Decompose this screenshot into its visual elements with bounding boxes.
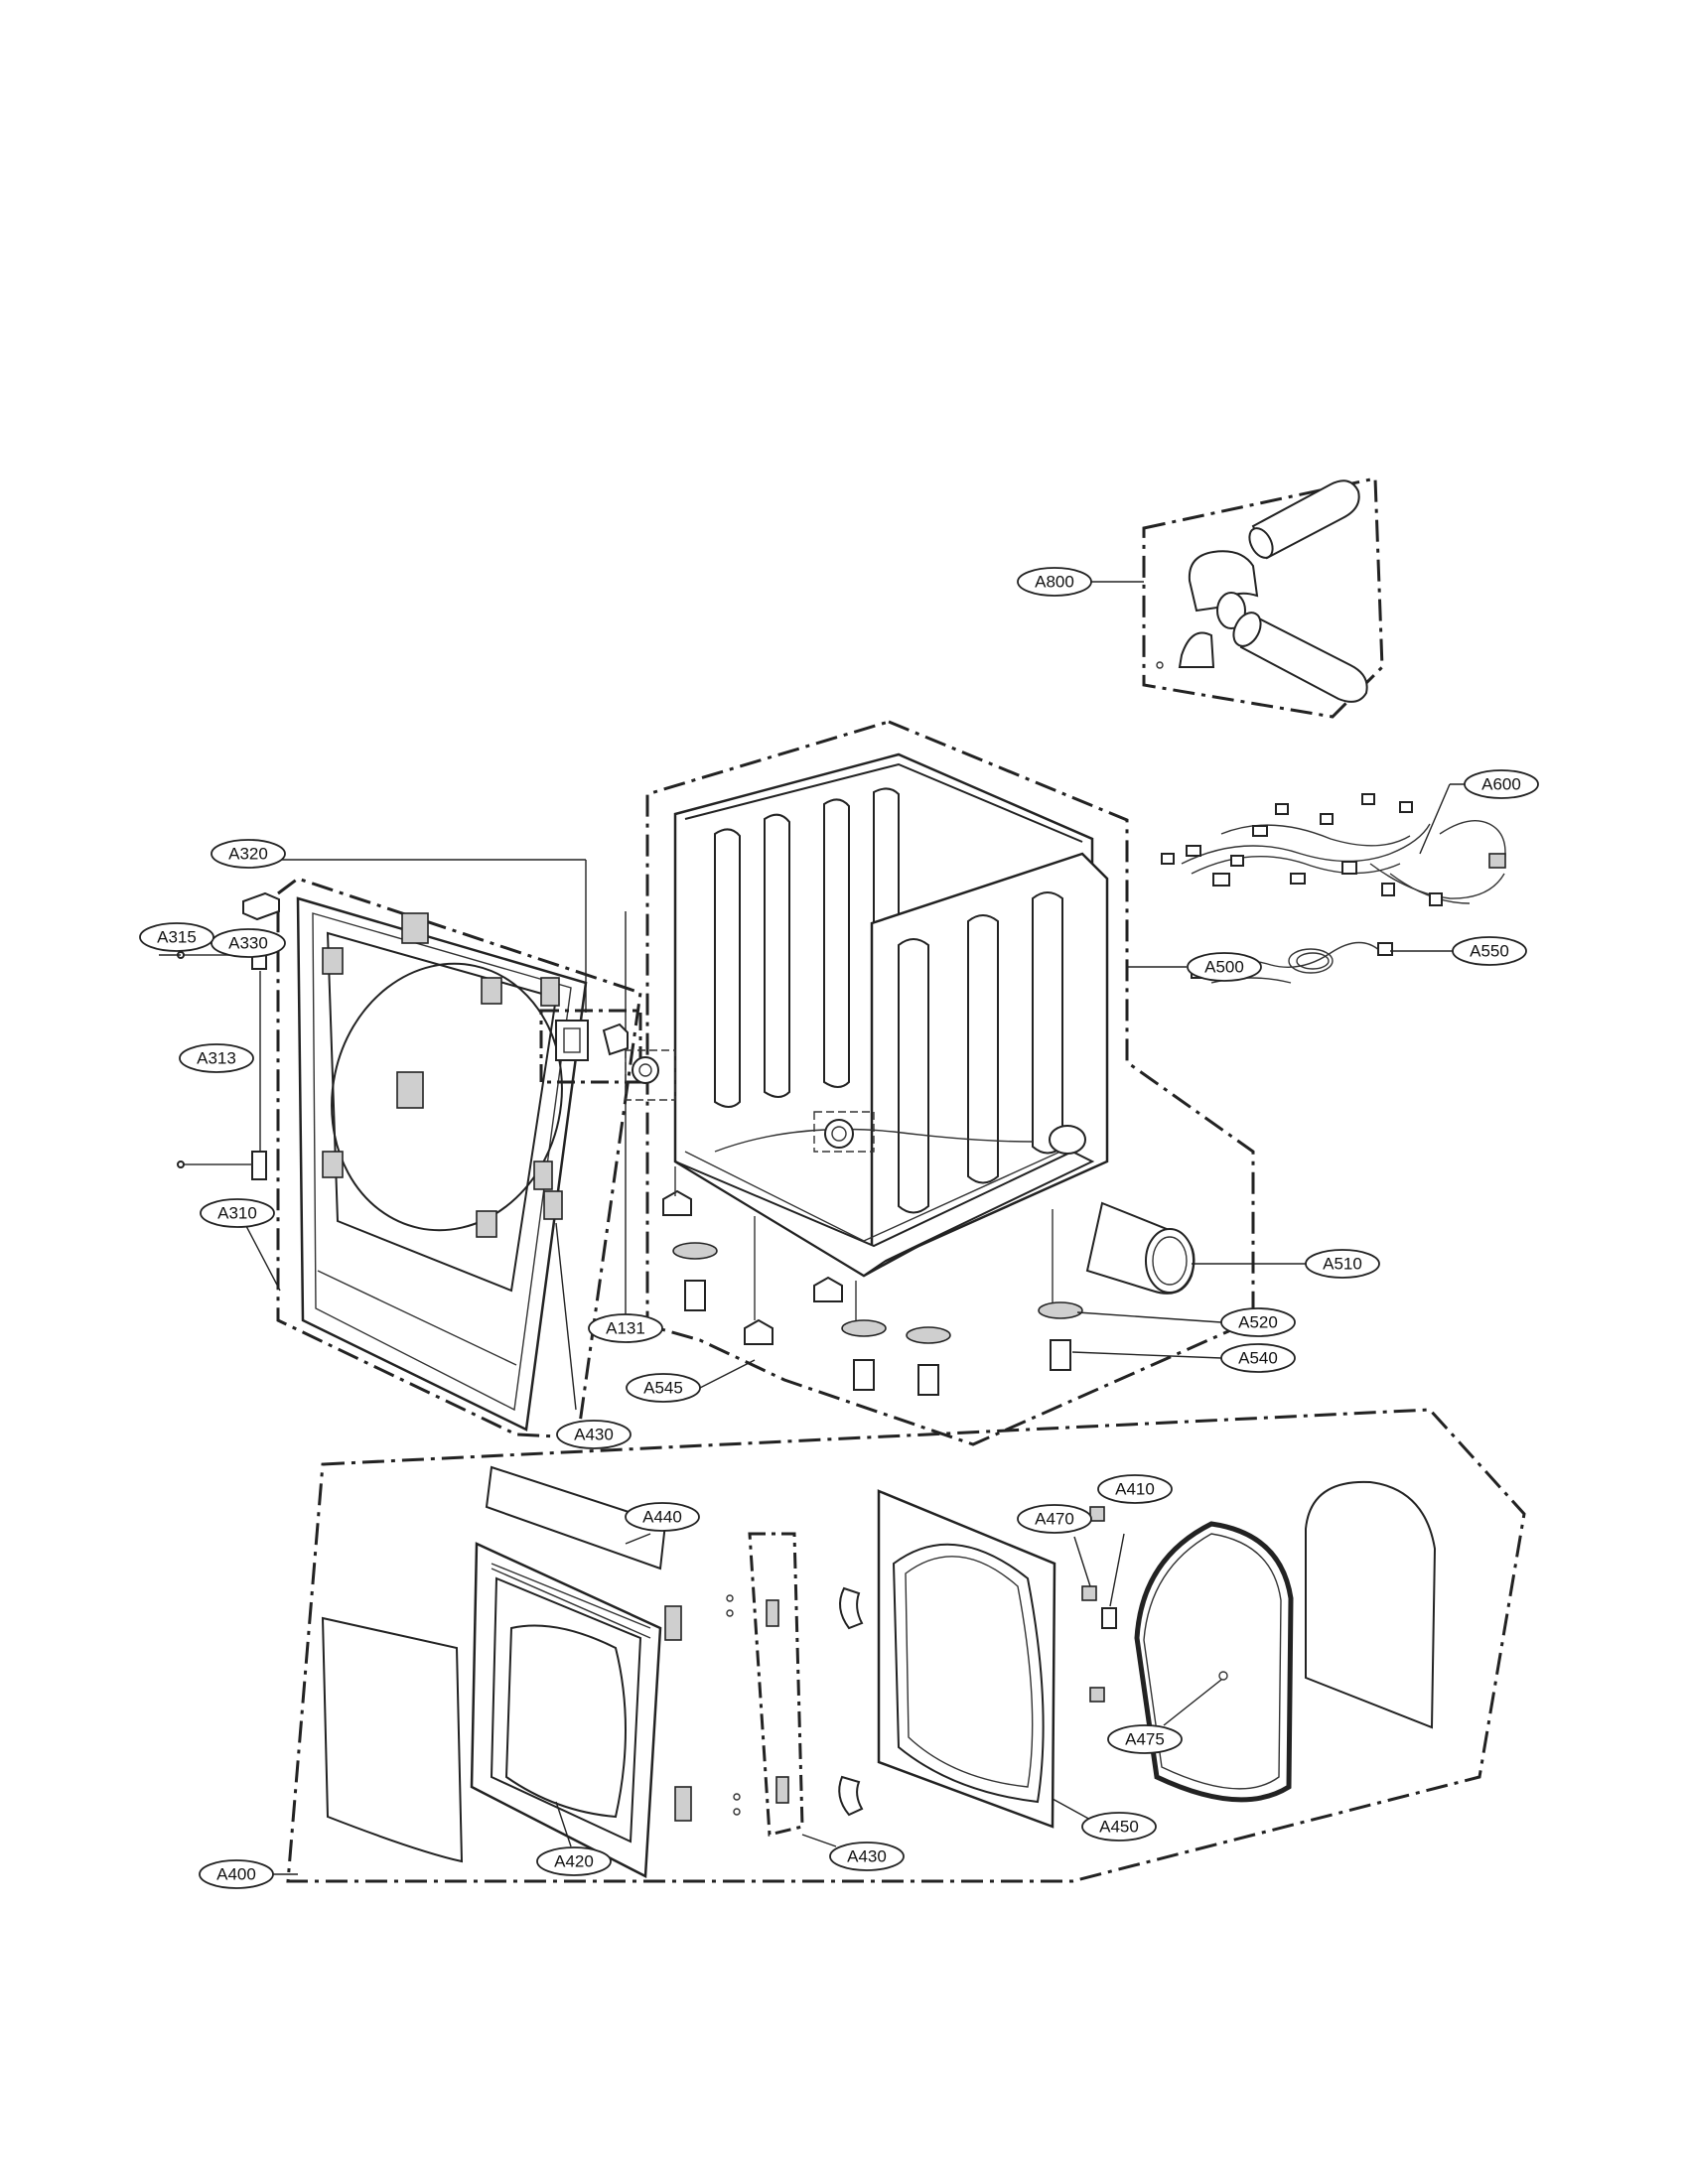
callout-a450: A450 [1081, 1812, 1157, 1842]
svg-text:A500: A500 [1204, 958, 1244, 977]
svg-text:A440: A440 [642, 1508, 682, 1527]
callout-a510: A510 [1305, 1249, 1380, 1279]
callout-a545: A545 [626, 1373, 701, 1403]
door-glass [1305, 1480, 1437, 1729]
svg-text:A800: A800 [1035, 573, 1074, 592]
door-switch-parts [1073, 1506, 1125, 1703]
harness-connectors [1161, 793, 1506, 906]
svg-text:A520: A520 [1238, 1313, 1278, 1332]
door-trim [485, 1465, 667, 1570]
callout-a313: A313 [179, 1043, 254, 1073]
callout-a420: A420 [536, 1846, 612, 1876]
callout-a600: A600 [1464, 769, 1539, 799]
upper-duct-pipe [1248, 479, 1360, 560]
svg-text:A420: A420 [554, 1852, 594, 1871]
callout-a500: A500 [1187, 952, 1262, 982]
callout-a540: A540 [1220, 1343, 1296, 1373]
svg-text:A430: A430 [574, 1426, 614, 1444]
callout-a550: A550 [1452, 936, 1527, 966]
svg-text:A320: A320 [228, 845, 268, 864]
lower-duct-pipe [1232, 612, 1368, 703]
callout-a310: A310 [200, 1198, 275, 1228]
callout-a410: A410 [1097, 1474, 1173, 1504]
callout-a430-frame: A430 [556, 1420, 632, 1449]
callout-a475: A475 [1107, 1724, 1183, 1754]
svg-text:A310: A310 [217, 1204, 257, 1223]
door-frame [470, 1542, 662, 1878]
svg-text:A545: A545 [643, 1379, 683, 1398]
svg-text:A315: A315 [157, 928, 197, 947]
door-strip [726, 1532, 804, 1837]
door-inner-panel [838, 1489, 1056, 1829]
callout-a800: A800 [1017, 567, 1092, 597]
cabinet-group [625, 720, 1306, 1446]
callout-a131: A131 [588, 1313, 663, 1343]
callout-a430-door: A430 [829, 1842, 905, 1871]
svg-text:A410: A410 [1115, 1480, 1155, 1499]
svg-text:A600: A600 [1481, 775, 1521, 794]
cabinet-feet [662, 1166, 1083, 1396]
duct-bracket [1178, 631, 1215, 668]
svg-text:A510: A510 [1323, 1255, 1362, 1274]
latch-parts [539, 1009, 676, 1220]
callout-a400: A400 [199, 1859, 274, 1889]
callout-a520: A520 [1220, 1307, 1296, 1337]
svg-text:A470: A470 [1035, 1510, 1074, 1529]
door-outer-panel [321, 1616, 464, 1863]
callout-a330: A330 [211, 928, 286, 958]
callout-a315: A315 [139, 922, 214, 952]
door-group [261, 1408, 1526, 1883]
duct-assembly-group [1090, 477, 1384, 719]
exhaust-duct [1085, 1201, 1196, 1295]
callout-a470: A470 [1017, 1504, 1092, 1534]
main-wire-harness [1161, 783, 1506, 906]
svg-text:A430: A430 [847, 1847, 887, 1866]
svg-text:A475: A475 [1125, 1730, 1165, 1749]
svg-text:A540: A540 [1238, 1349, 1278, 1368]
callout-a440: A440 [625, 1502, 700, 1532]
cabinet-body [673, 752, 1109, 1278]
door-gasket [1134, 1521, 1294, 1803]
svg-text:A550: A550 [1470, 942, 1509, 961]
svg-text:A400: A400 [216, 1865, 256, 1884]
svg-text:A131: A131 [606, 1319, 645, 1338]
cabinet-front-frame [296, 896, 588, 1432]
callout-a320: A320 [211, 839, 286, 869]
frame-group [159, 859, 676, 1439]
svg-text:A330: A330 [228, 934, 268, 953]
svg-text:A450: A450 [1099, 1818, 1139, 1837]
svg-text:A313: A313 [197, 1049, 236, 1068]
